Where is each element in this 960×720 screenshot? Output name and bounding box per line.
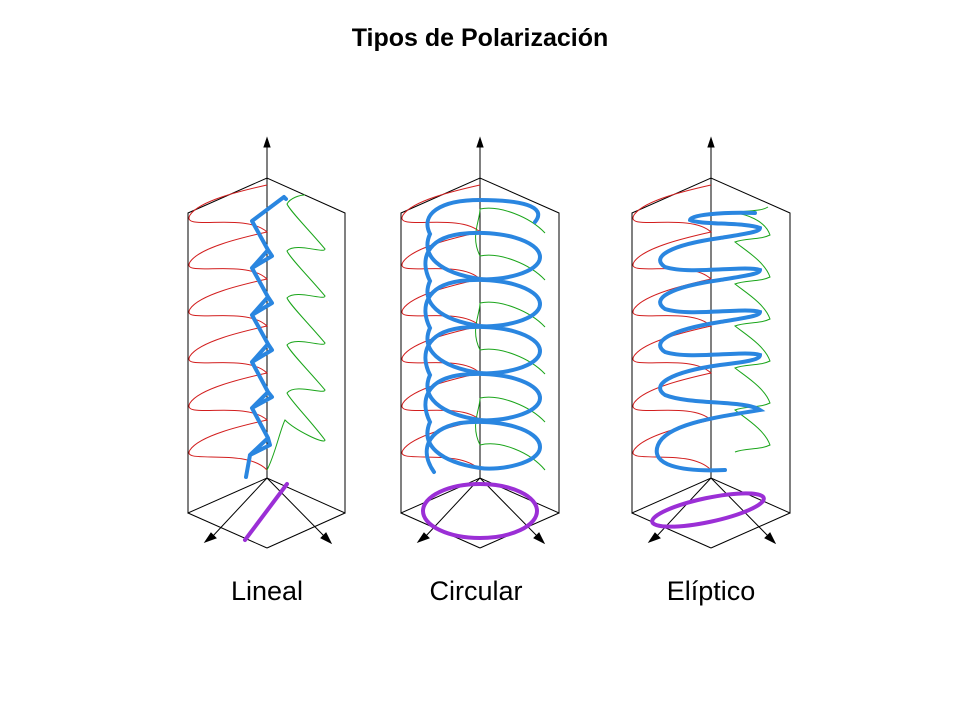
projection-circle [421,482,539,540]
panel-label-lineal: Lineal [231,576,303,606]
axes [203,136,333,545]
y-component-wave [266,194,326,471]
resultant-wave [244,195,288,479]
panel-circular [400,136,560,549]
panel-label-circular: Circular [429,576,522,606]
axes [647,136,777,545]
resultant-wave [654,210,766,473]
x-component-wave [188,184,269,471]
panel-eliptico [631,136,791,549]
projection-ellipse [650,491,766,529]
projection-line [243,482,289,542]
y-component-wave [734,206,771,453]
page-title: Tipos de Polarización [351,24,609,52]
panel-lineal [187,136,346,549]
panel-label-eliptico: Elíptico [667,576,756,606]
resultant-wave [423,197,543,474]
